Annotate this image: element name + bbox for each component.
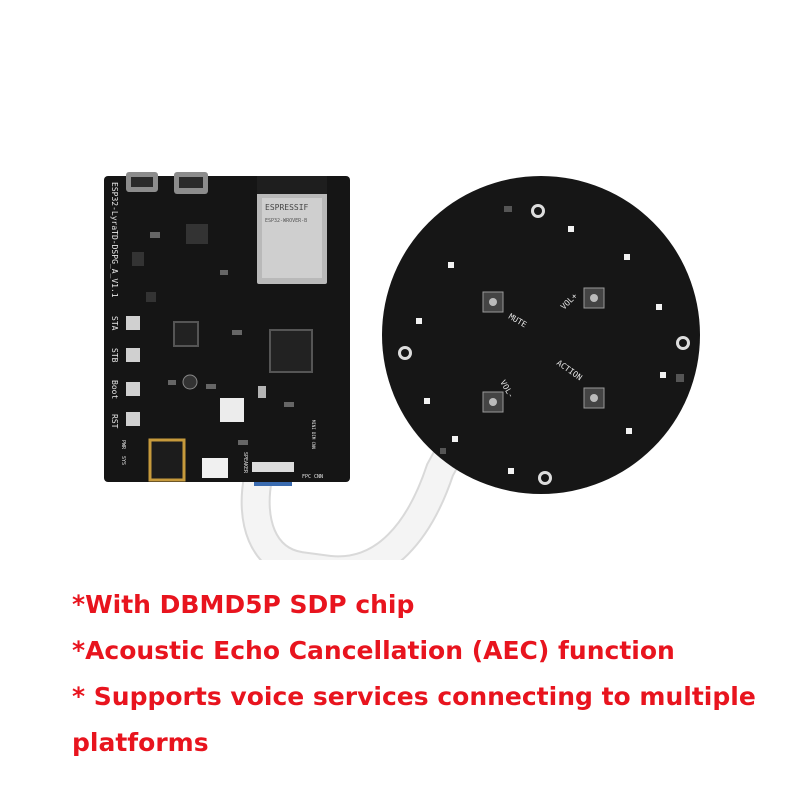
fpc-connector	[252, 462, 294, 472]
stb-label: STB	[110, 348, 119, 363]
button-stb	[126, 348, 140, 362]
button-action	[583, 387, 605, 409]
speaker-connector	[202, 458, 228, 478]
pwr-label: PWR	[120, 440, 126, 450]
chip-small	[173, 321, 199, 347]
caption-line-4: platforms	[72, 728, 209, 757]
audio-jack	[148, 438, 186, 482]
button-mute	[482, 291, 504, 313]
caption-line-2: *Acoustic Echo Cancellation (AEC) functi…	[72, 636, 675, 665]
feature-caption: *With DBMD5P SDP chip *Acoustic Echo Can…	[72, 582, 792, 766]
mini-dim-cnn-label: MINI DIM CNN	[311, 420, 316, 449]
mic-board: MUTE VOL+ VOL- ACTION	[382, 176, 700, 494]
button-sta	[126, 316, 140, 330]
caption-line-3: * Supports voice services connecting to …	[72, 682, 756, 711]
button-boot	[126, 382, 140, 396]
button-rst	[126, 412, 140, 426]
qr-code	[220, 398, 244, 422]
sys-label: SYS	[120, 456, 126, 465]
caption-line-1: *With DBMD5P SDP chip	[72, 590, 415, 619]
main-chip	[269, 329, 313, 373]
product-photo: ESPRESSIF ESP32-WROVER-B ESP32-LyraTD-DS…	[104, 172, 700, 560]
module-model-text: ESP32-WROVER-B	[265, 218, 307, 224]
speaker-label: SPEAKER	[242, 452, 248, 474]
button-vol-minus	[482, 391, 504, 413]
rst-label: RST	[110, 414, 119, 429]
fpc-cnn-label: FPC CNN	[302, 474, 323, 480]
board-name-text: ESP32-LyraTD-DSPG_A_V1.1	[110, 182, 119, 298]
module-brand-text: ESPRESSIF	[265, 203, 309, 212]
sta-label: STA	[110, 316, 119, 331]
led-ring	[416, 226, 666, 474]
button-vol-plus	[583, 287, 605, 309]
main-board: ESPRESSIF ESP32-WROVER-B ESP32-LyraTD-DS…	[104, 172, 350, 482]
boot-label: Boot	[110, 380, 119, 399]
